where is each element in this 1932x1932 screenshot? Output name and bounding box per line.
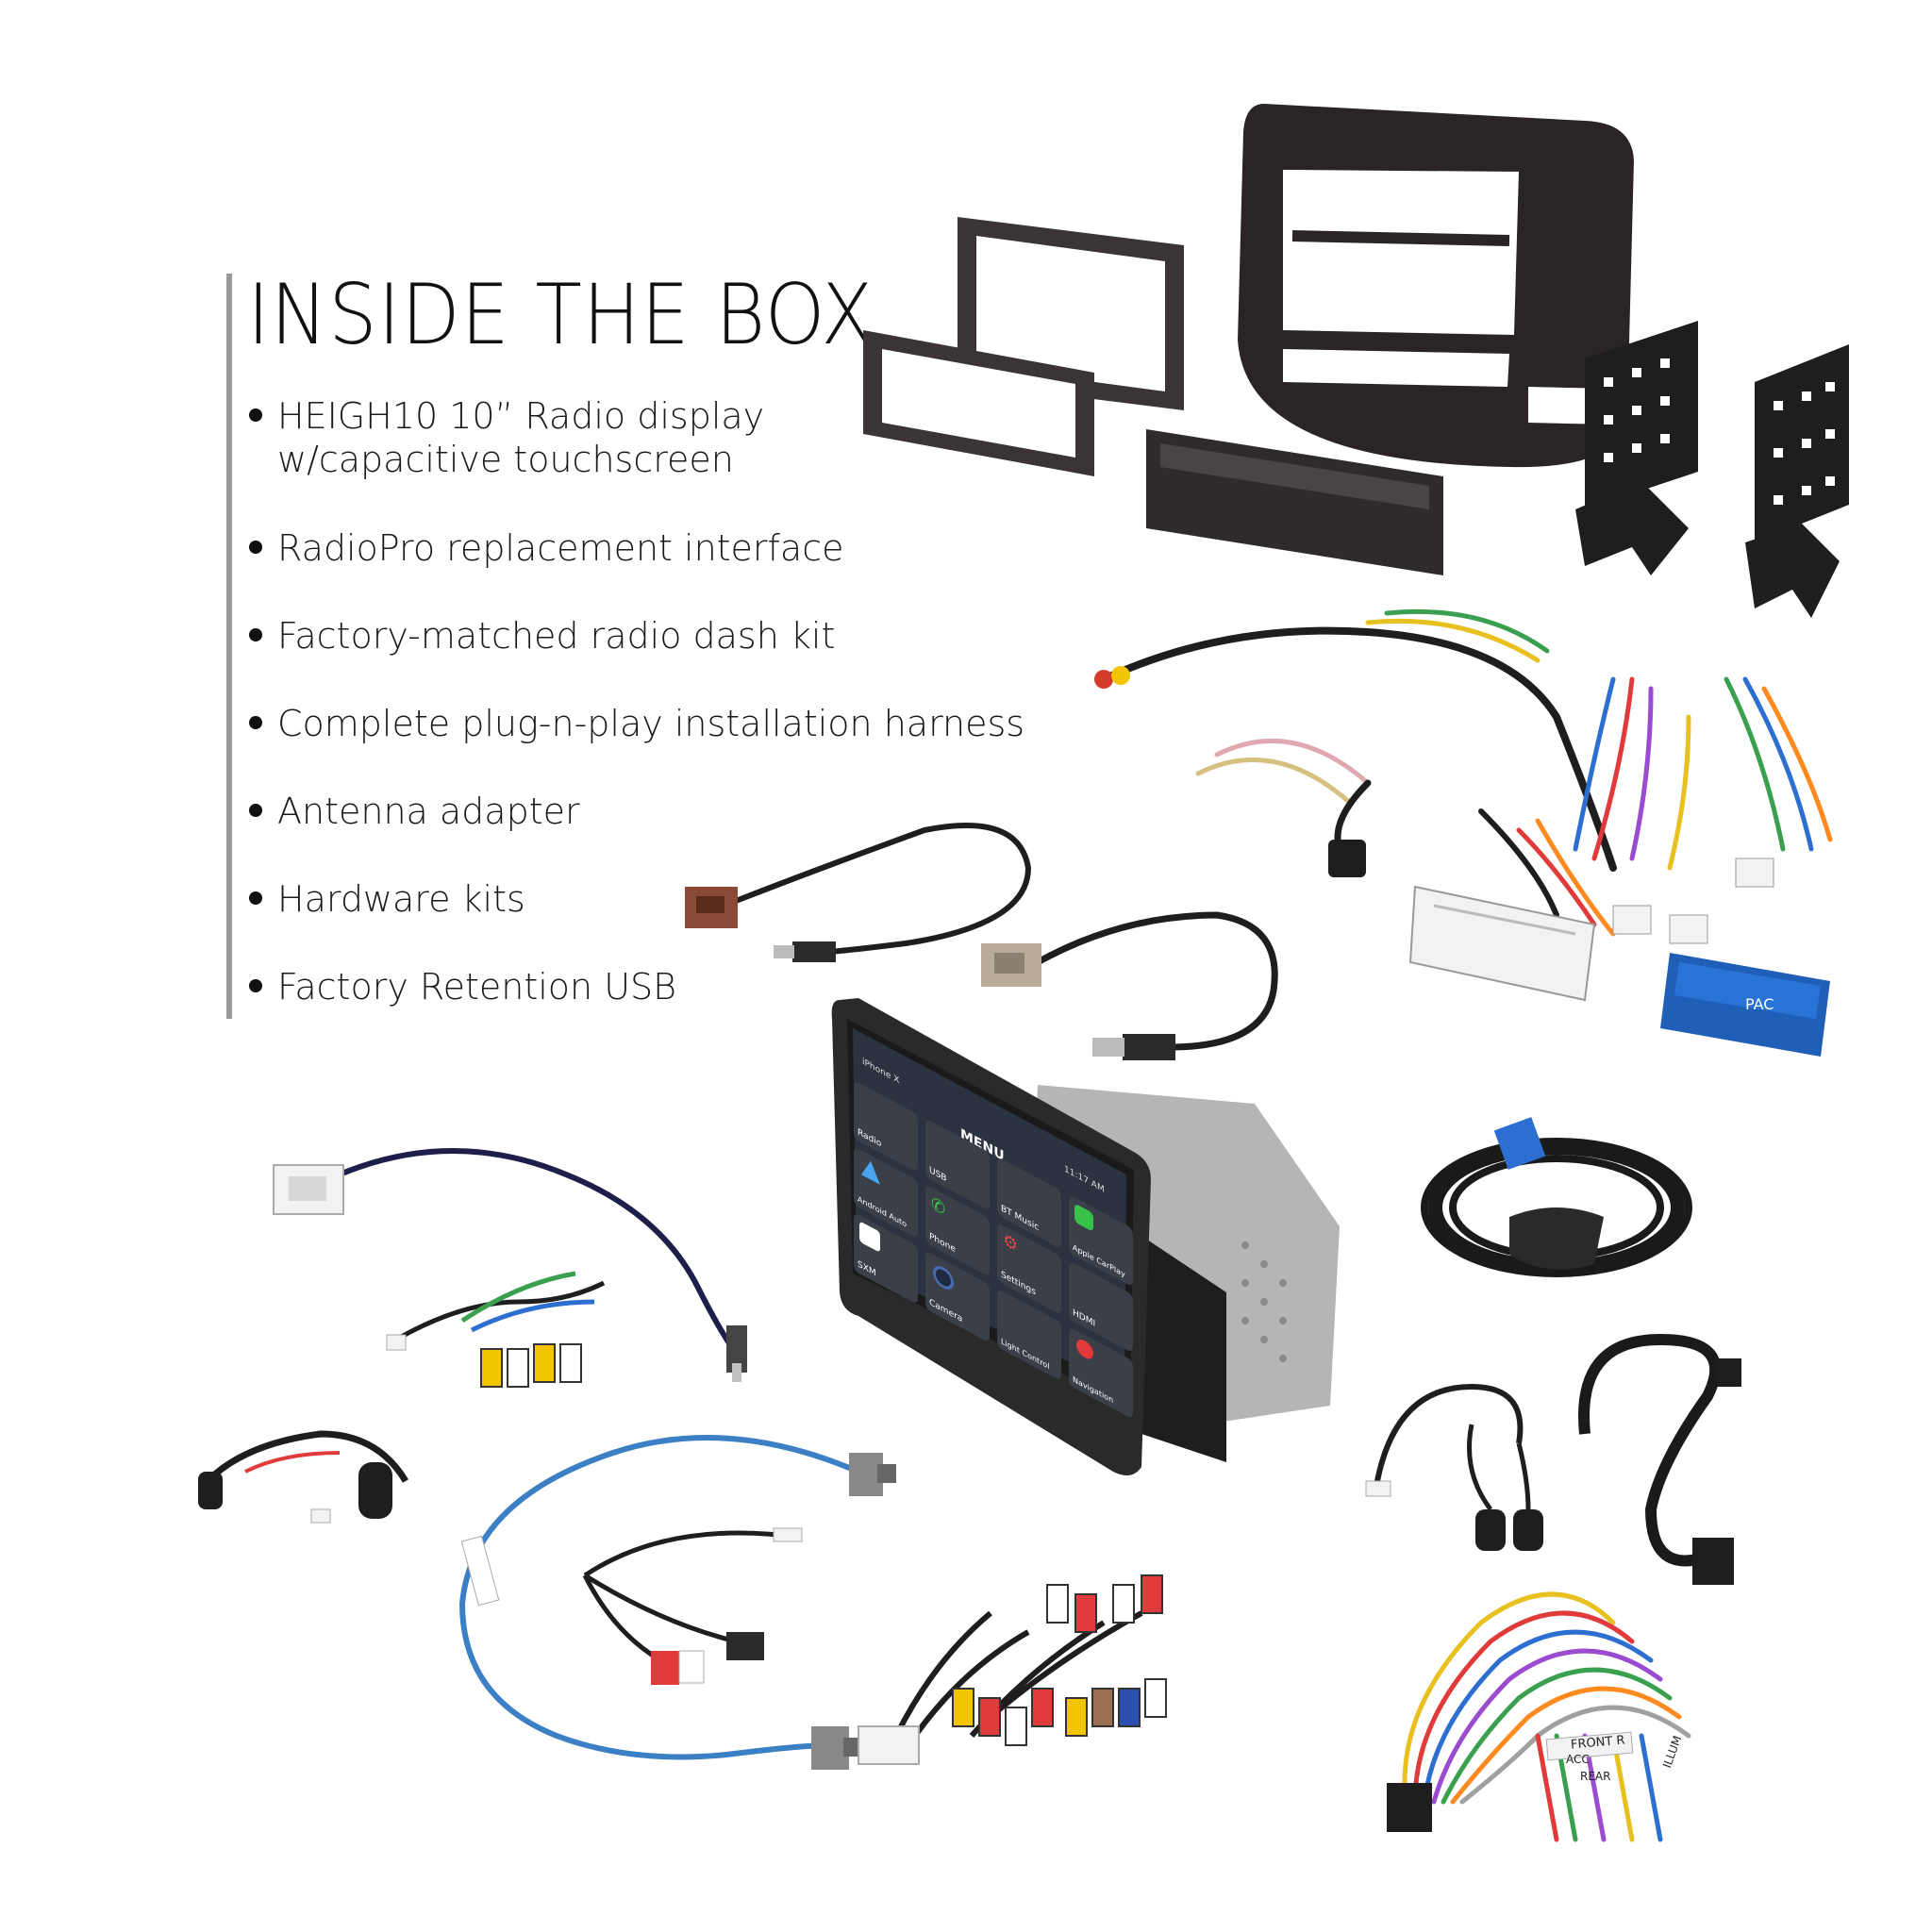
bullet-icon xyxy=(249,540,262,554)
app-label: Radio xyxy=(858,1127,882,1150)
svg-text:PAC: PAC xyxy=(1745,995,1774,1013)
app-label: Camera xyxy=(929,1297,963,1325)
mounting-bracket-right-image xyxy=(1745,344,1849,618)
dash-kit-bezel-image xyxy=(1238,104,1634,468)
mounting-bracket-left-image xyxy=(1575,321,1698,575)
aux-y-cable-image xyxy=(582,1527,803,1685)
inside-the-box-panel: INSIDE THE BOX HEIGH10 10” Radio display… xyxy=(226,266,1024,1019)
accent-bar xyxy=(226,274,232,1019)
sxm-icon xyxy=(859,1221,880,1253)
page-title: INSIDE THE BOX xyxy=(247,266,874,363)
list-item-label: HEIGH10 10” Radio display xyxy=(277,395,765,437)
app-label: Phone xyxy=(929,1231,956,1256)
gear-icon: ⚙ xyxy=(1003,1229,1019,1257)
bullet-icon xyxy=(249,978,262,992)
list-item-label: Antenna adapter xyxy=(277,791,580,832)
bullet-icon xyxy=(249,803,262,817)
carplay-icon xyxy=(1074,1203,1093,1233)
list-item-label: Factory Retention USB xyxy=(277,966,677,1008)
bullet-icon xyxy=(249,715,262,729)
list-item-interface: RadioPro replacement interface xyxy=(249,526,844,570)
list-item-dash-kit: Factory-matched radio dash kit xyxy=(249,614,835,658)
single-din-trim-image xyxy=(863,330,1094,476)
camera-icon xyxy=(933,1261,954,1294)
list-item-antenna-adapter: Antenna adapter xyxy=(249,790,580,833)
navigation-icon xyxy=(1076,1336,1093,1363)
antenna-adapter-image xyxy=(685,823,1032,962)
list-item-harness: Complete plug-n-play installation harnes… xyxy=(249,702,1024,745)
braided-extension-cable-image xyxy=(1578,1333,1741,1585)
app-label: SXM xyxy=(858,1259,876,1279)
microphone-y-cable-image xyxy=(1365,1383,1543,1551)
storage-pocket-image xyxy=(1146,429,1443,575)
list-item-usb: Factory Retention USB xyxy=(249,965,676,1008)
list-item-label: RadioPro replacement interface xyxy=(277,527,844,569)
app-label: HDMI xyxy=(1073,1307,1096,1330)
harness-label-rear: REAR xyxy=(1580,1770,1611,1783)
android-auto-icon xyxy=(861,1156,880,1185)
list-item-hardware-kits: Hardware kits xyxy=(249,877,525,921)
bullet-icon xyxy=(249,891,262,905)
app-label: USB xyxy=(929,1165,947,1185)
app-label: Navigation xyxy=(1073,1374,1114,1406)
steering-wheel-control-cable-image xyxy=(198,1430,409,1524)
bullet-icon xyxy=(249,408,262,422)
harness-label-acc: ACC xyxy=(1566,1753,1590,1766)
gps-antenna-image xyxy=(1421,1117,1692,1277)
factory-usb-image xyxy=(981,911,1278,1060)
usb-extension-cable-image xyxy=(458,1435,896,1770)
bullet-icon xyxy=(249,627,262,641)
radio-antenna-cable-image xyxy=(273,1148,747,1382)
phone-icon: ✆ xyxy=(931,1192,946,1221)
power-harness-image xyxy=(1387,1591,1691,1842)
app-label: Light Control xyxy=(1001,1336,1050,1372)
list-item-label: Complete plug-n-play installation harnes… xyxy=(277,703,1025,744)
rca-bundle-image xyxy=(858,1574,1167,1765)
list-item-label: Hardware kits xyxy=(277,878,525,920)
installation-harness-image: PAC xyxy=(1094,608,1833,1057)
list-item-label: Factory-matched radio dash kit xyxy=(277,615,836,657)
rca-harness-image xyxy=(386,1271,606,1388)
list-item-radio-display: HEIGH10 10” Radio display w/capacitive t… xyxy=(249,394,764,481)
list-item-label-line2: w/capacitive touchscreen xyxy=(277,439,734,480)
